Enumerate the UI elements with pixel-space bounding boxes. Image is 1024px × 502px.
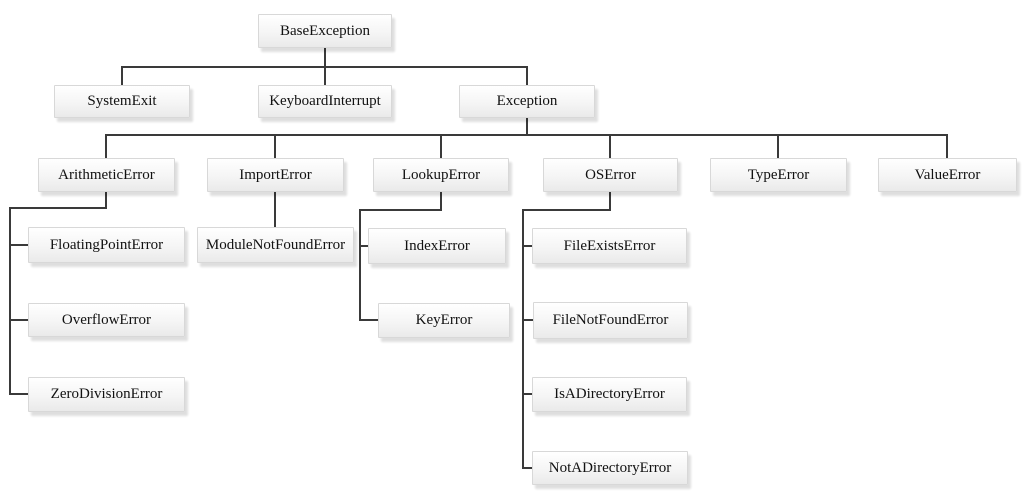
node-type-error: TypeError xyxy=(710,158,847,192)
node-label: FileNotFoundError xyxy=(552,312,669,328)
node-label: ZeroDivisionError xyxy=(50,386,163,402)
node-system-exit: SystemExit xyxy=(54,85,190,118)
node-label: ImportError xyxy=(239,166,312,183)
connector-group-base-exception xyxy=(121,48,528,85)
node-label: ModuleNotFoundError xyxy=(205,236,346,253)
node-label: TypeError xyxy=(747,166,810,183)
node-label: KeyboardInterrupt xyxy=(269,93,381,109)
node-label: BaseException xyxy=(280,22,370,39)
node-label: ValueError xyxy=(914,166,981,183)
connector-group-arithmetic-error xyxy=(9,192,107,395)
node-is-a-directory-error: IsADirectoryError xyxy=(532,377,687,412)
connector-group-lookup-error xyxy=(359,192,442,321)
node-arithmetic-error: ArithmeticError xyxy=(38,158,175,192)
node-import-error: ImportError xyxy=(207,158,344,192)
node-base-exception: BaseException xyxy=(258,14,392,48)
connector-group-os-error xyxy=(522,192,611,469)
node-label: IsADirectoryError xyxy=(554,386,665,402)
node-label: KeyError xyxy=(415,312,473,328)
node-file-exists-error: FileExistsError xyxy=(532,228,687,264)
node-label: OverflowError xyxy=(61,311,152,328)
node-key-error: KeyError xyxy=(378,303,510,338)
node-not-a-directory-error: NotADirectoryError xyxy=(532,451,688,485)
node-floating-point-error: FloatingPointError xyxy=(28,227,185,263)
node-label: LookupError xyxy=(401,166,481,183)
node-label: IndexError xyxy=(404,237,470,254)
node-module-not-found-error: ModuleNotFoundError xyxy=(197,227,354,263)
node-os-error: OSError xyxy=(543,158,678,192)
node-label: Exception xyxy=(496,93,558,109)
node-label: OSError xyxy=(585,166,636,183)
node-value-error: ValueError xyxy=(878,158,1017,192)
node-lookup-error: LookupError xyxy=(373,158,509,192)
node-zero-division-error: ZeroDivisionError xyxy=(28,377,185,412)
node-label: FloatingPointError xyxy=(49,236,164,253)
node-label: SystemExit xyxy=(87,93,157,109)
node-label: FileExistsError xyxy=(563,237,656,254)
node-label: ArithmeticError xyxy=(58,166,155,183)
node-file-not-found-error: FileNotFoundError xyxy=(533,302,688,339)
node-overflow-error: OverflowError xyxy=(28,303,185,337)
node-exception: Exception xyxy=(459,85,595,118)
node-index-error: IndexError xyxy=(368,228,506,264)
connector-group-exception xyxy=(105,118,948,158)
node-keyboard-interrupt: KeyboardInterrupt xyxy=(258,85,392,118)
node-label: NotADirectoryError xyxy=(548,459,672,476)
